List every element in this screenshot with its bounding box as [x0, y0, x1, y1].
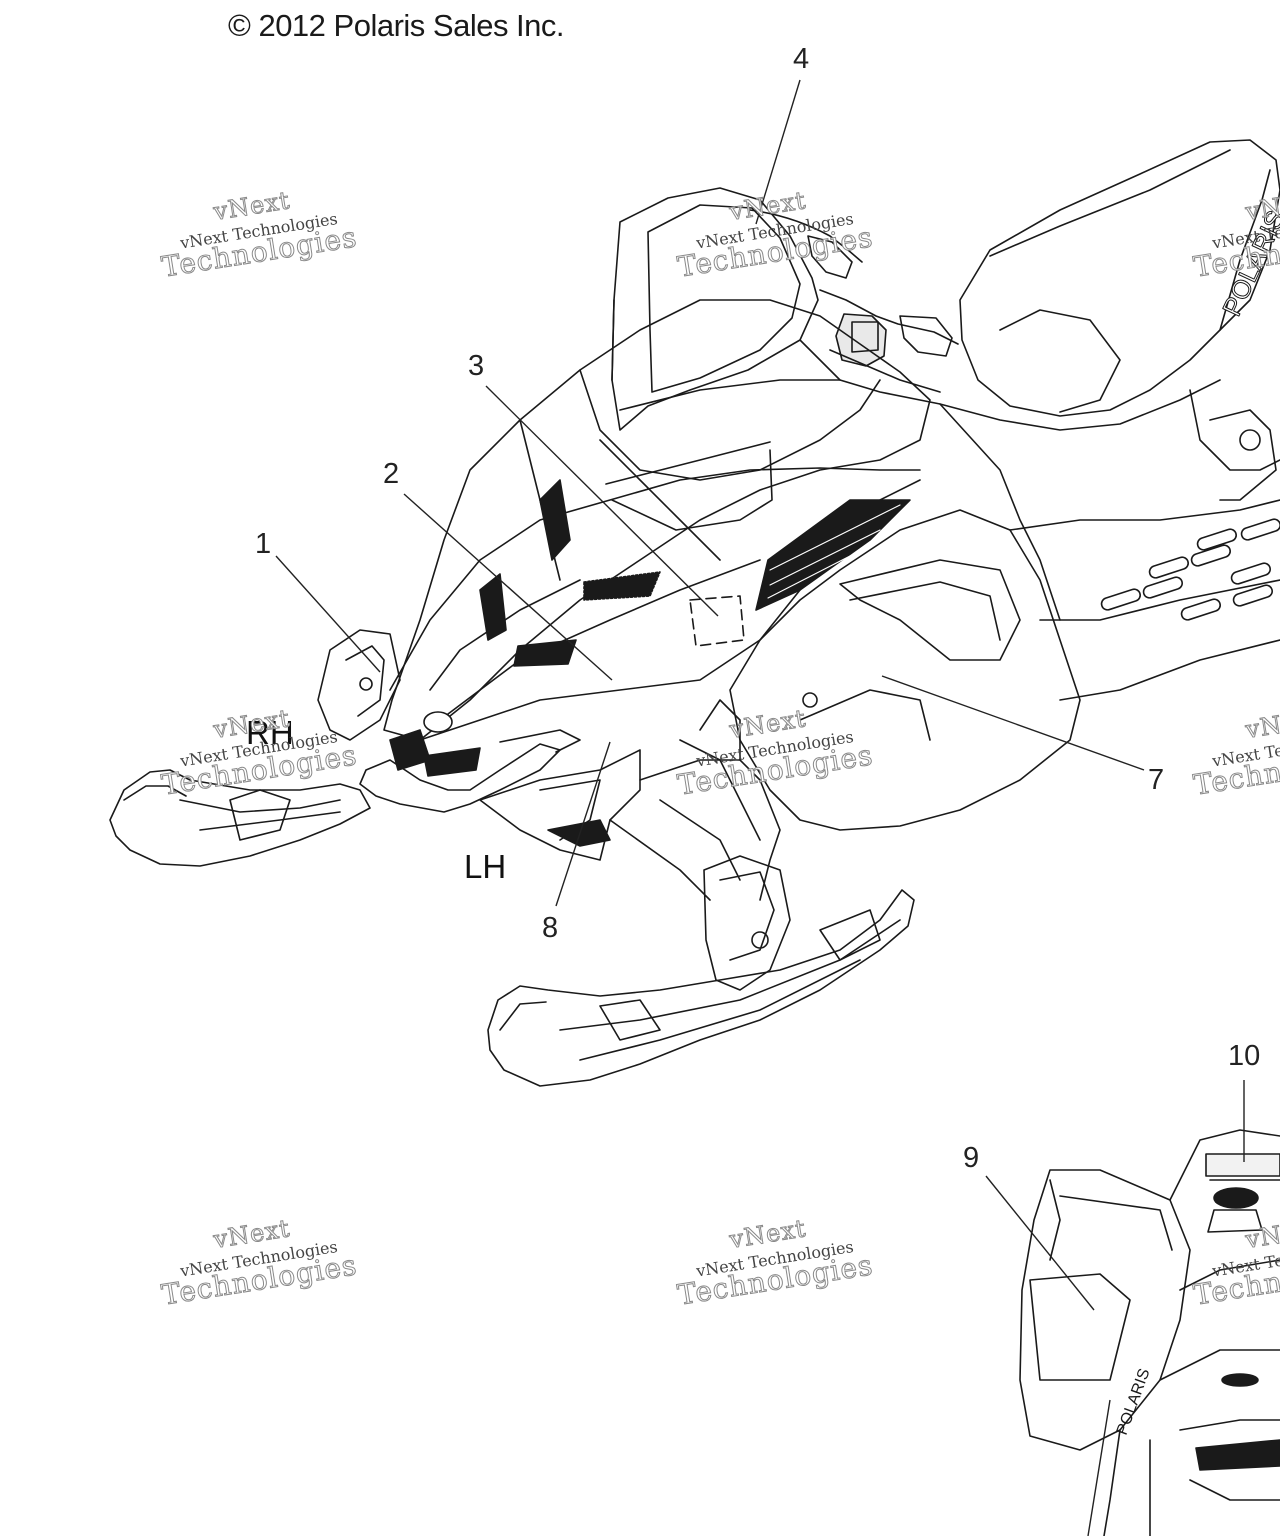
- decal-10: [1205, 1153, 1280, 1177]
- callout-7: 7: [1148, 764, 1165, 796]
- side-vent-mesh: [755, 499, 911, 611]
- decal-9: [1029, 1273, 1131, 1381]
- callout-1: 1: [255, 528, 272, 560]
- leader-1: [275, 555, 381, 673]
- leader-4: [755, 79, 801, 225]
- ski-right: [109, 769, 371, 867]
- hood: [383, 299, 931, 741]
- leader-8: [555, 741, 611, 907]
- callout-10: 10: [1228, 1040, 1261, 1072]
- leader-9b: [1087, 1399, 1111, 1536]
- running-board-slots: [1100, 518, 1280, 621]
- leader-7: [881, 675, 1145, 771]
- callout-3: 3: [468, 350, 485, 382]
- inset-side-panel: [1019, 1169, 1191, 1451]
- callout-4: 4: [793, 43, 810, 75]
- leader-2: [403, 493, 613, 681]
- leader-9: [985, 1175, 1095, 1311]
- ski-left: [487, 889, 915, 1087]
- svg-text:POLARIS: POLARIS: [1114, 1366, 1154, 1437]
- right-hand-label: RH: [246, 714, 294, 751]
- handlebar: [749, 209, 863, 263]
- seat-brand-logo: POLARIS: [1216, 206, 1280, 321]
- copyright-notice: © 2012 Polaris Sales Inc.: [228, 8, 565, 43]
- hood-vent-left: [539, 479, 571, 561]
- callout-8: 8: [542, 912, 559, 944]
- seat: [959, 139, 1280, 417]
- front-bumper: [359, 743, 561, 813]
- windshield: [611, 187, 819, 431]
- lower-fairing-left: [479, 749, 641, 861]
- callout-9: 9: [963, 1142, 980, 1174]
- leader-3: [485, 385, 719, 617]
- callout-2: 2: [383, 458, 400, 490]
- left-hand-label: LH: [464, 848, 507, 885]
- side-panel: [729, 509, 1081, 831]
